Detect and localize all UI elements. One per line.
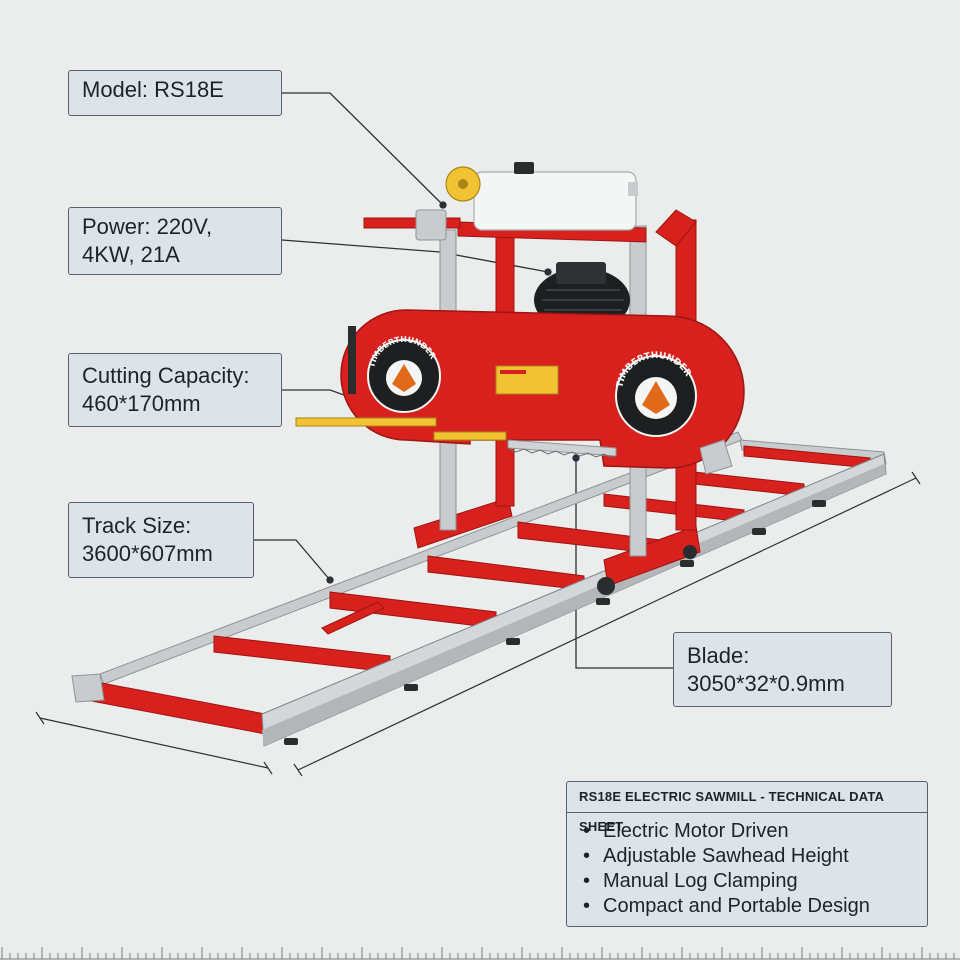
bullet-icon: • (583, 845, 591, 867)
leader-track (254, 539, 331, 581)
bottom-ruler (0, 947, 960, 960)
list-item: • Adjustable Sawhead Height (583, 844, 927, 869)
list-item: • Compact and Portable Design (583, 894, 927, 919)
dimension-lines (35, 471, 921, 777)
callout-model: Model: RS18E (68, 70, 282, 116)
carriage-base (413, 497, 701, 595)
feature-text: Adjustable Sawhead Height (603, 845, 849, 867)
band-wheel-housing: TIMBERTHUNDER TIMBERTHUNDER (340, 309, 745, 469)
bullet-icon: • (583, 895, 591, 917)
feature-text: Manual Log Clamping (603, 870, 798, 892)
water-tank (473, 162, 638, 231)
callout-track-size: Track Size: 3600*607mm (68, 502, 254, 578)
callout-cutting-capacity: Cutting Capacity: 460*170mm (68, 353, 282, 427)
list-item: • Manual Log Clamping (583, 869, 927, 894)
list-item: • Electric Motor Driven (583, 819, 927, 844)
spec-feature-list: • Electric Motor Driven • Adjustable Sawhe… (567, 813, 927, 919)
technical-data-sheet: RS18E ELECTRIC SAWMILL - TECHNICAL DATA … (566, 781, 928, 927)
feature-text: Electric Motor Driven (603, 820, 789, 842)
bullet-icon: • (583, 870, 591, 892)
track-frame (71, 431, 887, 747)
callout-power: Power: 220V, 4KW, 21A (68, 207, 282, 275)
bullet-icon: • (583, 820, 591, 842)
leader-model (282, 92, 444, 206)
height-crank-wheel (445, 166, 481, 202)
saw-blade-assembly (295, 417, 733, 475)
leader-blade (575, 458, 673, 669)
feature-text: Compact and Portable Design (603, 895, 870, 917)
callout-blade: Blade: 3050*32*0.9mm (673, 632, 892, 707)
spec-sheet-title: RS18E ELECTRIC SAWMILL - TECHNICAL DATA … (567, 782, 927, 834)
